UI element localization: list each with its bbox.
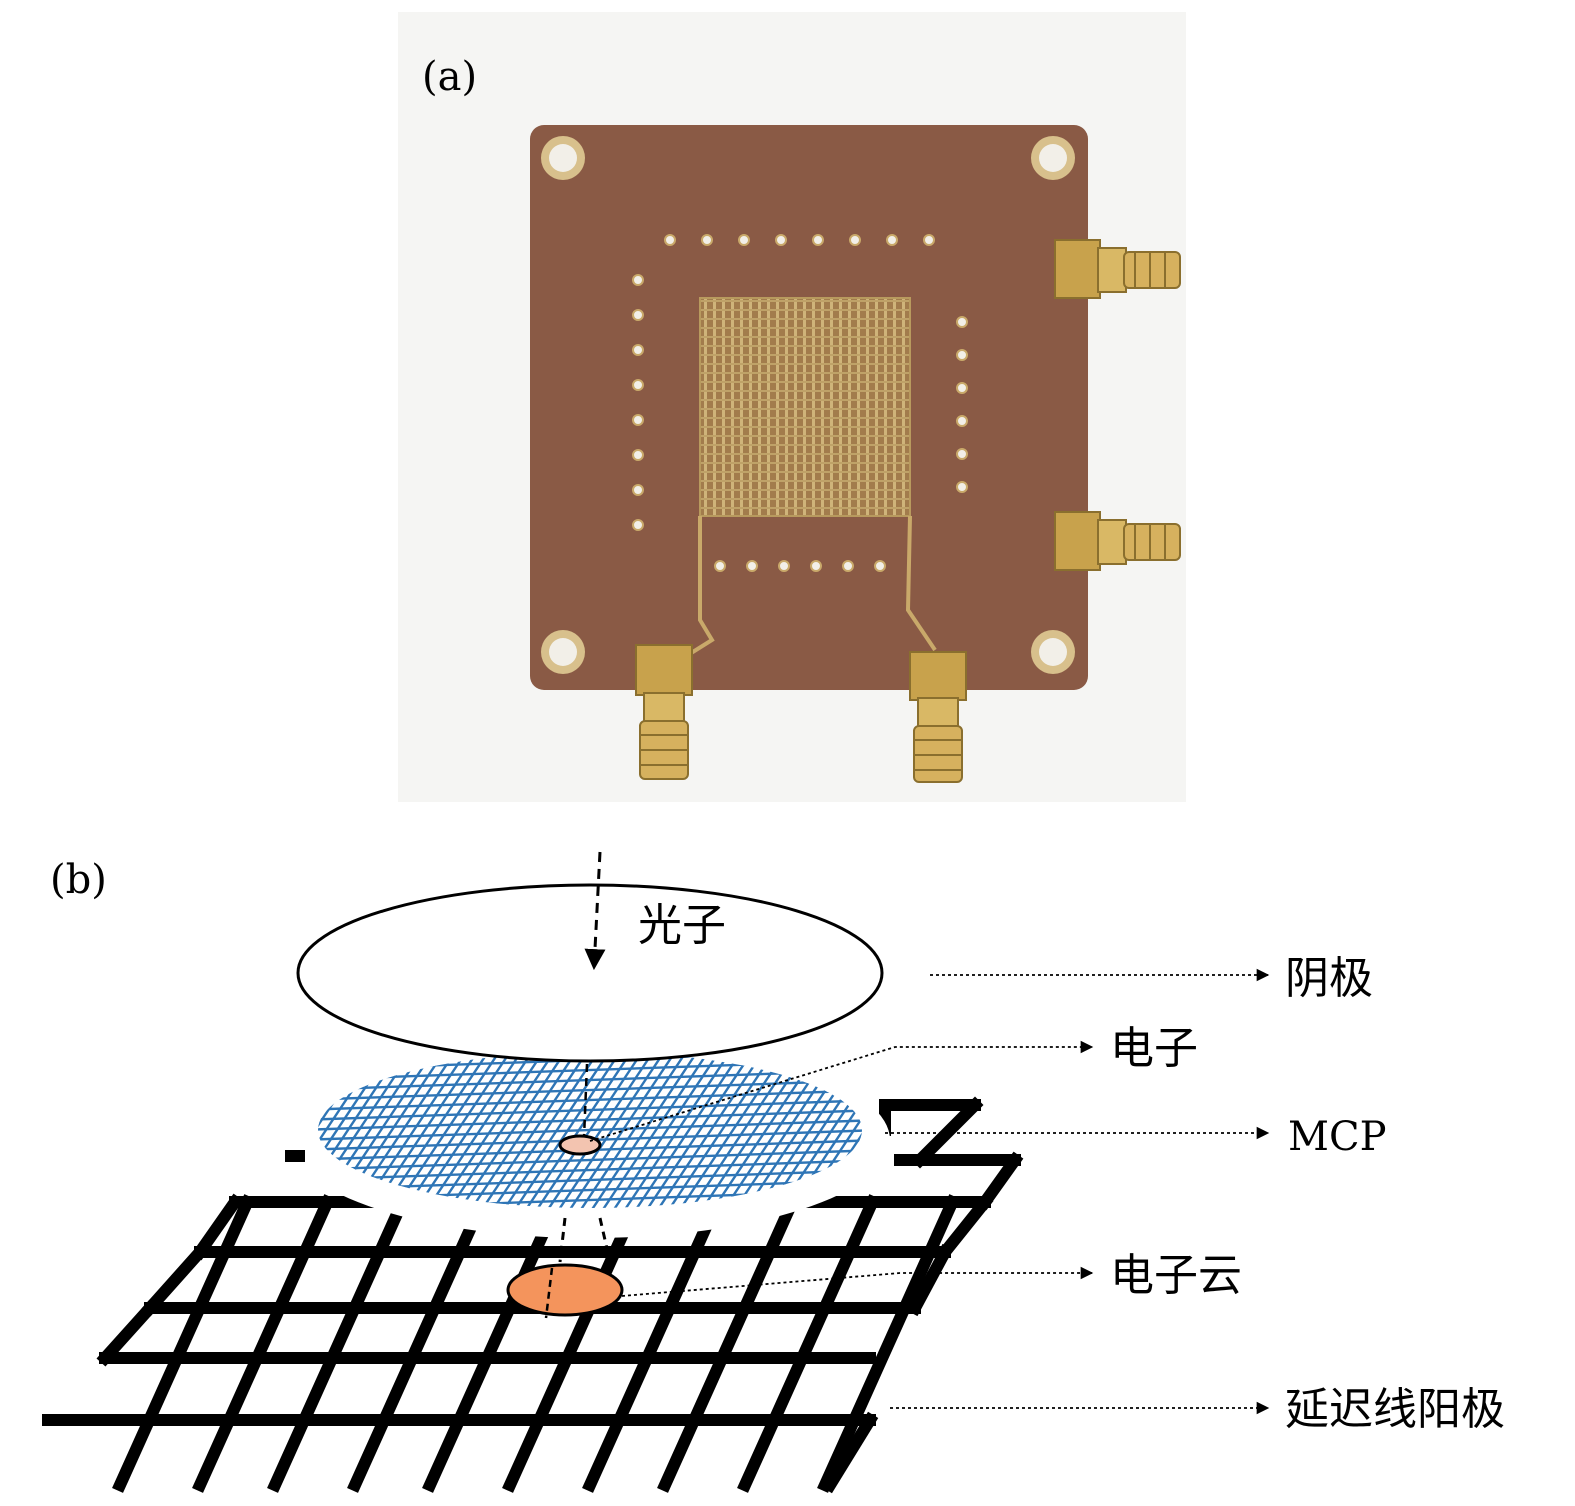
cloud-center-line [544, 1267, 554, 1319]
mcp-mesh-line [408, 1052, 530, 1208]
anode-wire [821, 1411, 879, 1494]
mcp-label: MCP [1288, 1114, 1386, 1160]
mounting-holes [541, 136, 1075, 674]
anode-wire [96, 1299, 159, 1367]
via-hole [746, 560, 758, 572]
mcp-mesh-line [397, 1052, 519, 1208]
mcp-mesh-line [318, 1148, 862, 1172]
anode-wire [737, 1194, 881, 1493]
via-hole [956, 481, 968, 493]
via-hole [956, 349, 968, 361]
delay-line-anode-label: 延迟线阳极 [1285, 1384, 1505, 1435]
anode-wire [817, 1194, 961, 1493]
electron-cloud [506, 1263, 624, 1317]
panel-a-label: (a) [422, 54, 477, 100]
anode-wire [936, 1193, 994, 1261]
anode-wire [976, 1151, 1024, 1211]
mcp-mesh-line [617, 1052, 739, 1208]
via-hole [775, 234, 787, 246]
via-hole [956, 448, 968, 460]
anode-wire [112, 1194, 256, 1493]
mcp-mesh-line [441, 1052, 563, 1208]
via-hole [874, 560, 886, 572]
via-hole [632, 309, 644, 321]
via-hole [923, 234, 935, 246]
photon-arrow [584, 851, 606, 971]
sma-connector-right-bottom [1054, 511, 1181, 571]
via-hole [956, 316, 968, 328]
mcp-mesh-line [318, 1098, 862, 1122]
mcp-mesh-line [606, 1052, 728, 1208]
anode-wire [191, 1193, 244, 1261]
anode-wire [906, 1243, 954, 1317]
delay-line-anode-grid [42, 1096, 1024, 1494]
via-hole [810, 560, 822, 572]
anode-wire [657, 1194, 801, 1493]
mcp-mesh-line [430, 1052, 552, 1208]
via-hole [738, 234, 750, 246]
cathode-label: 阴极 [1285, 953, 1373, 1004]
electron-leader [589, 1040, 1094, 1142]
electron-path [582, 1063, 589, 1139]
via-hole [842, 560, 854, 572]
sma-connector-bottom-right [909, 651, 967, 783]
via-hole [632, 344, 644, 356]
via-hole [632, 449, 644, 461]
via-hole [956, 382, 968, 394]
via-hole [632, 274, 644, 286]
mcp-mesh-line [318, 1118, 862, 1142]
panel-a: (a) [398, 12, 1186, 802]
sma-connector-right-top [1054, 239, 1181, 299]
panel-b-label: (b) [50, 857, 107, 903]
anode-wire [141, 1243, 209, 1317]
anode-wire [267, 1194, 411, 1493]
photon-label: 光子 [638, 900, 726, 951]
via-hole [812, 234, 824, 246]
via-hole [632, 414, 644, 426]
mcp-mesh-line [661, 1052, 783, 1208]
anode-wire [422, 1194, 566, 1493]
panel-b: (b) 光子 阴极 电 [42, 851, 1505, 1494]
via-hole [632, 519, 644, 531]
via-hole [778, 560, 790, 572]
electron-cloud-label: 电子云 [1110, 1250, 1242, 1301]
mcp-mesh-line [639, 1052, 761, 1208]
lead-trace-right [905, 515, 937, 652]
via-hole [632, 484, 644, 496]
mcp-mesh-line [318, 1108, 862, 1132]
via-hole [664, 234, 676, 246]
cloud-spread-right [598, 1217, 612, 1263]
lead-trace-left [678, 516, 715, 662]
cloud-spread-left [558, 1217, 567, 1263]
anode-wire [582, 1194, 726, 1493]
mcp-mesh-line [318, 1078, 862, 1102]
mcp-hit-spot [558, 1134, 602, 1156]
cathode-disc [296, 883, 884, 1063]
via-holes [632, 234, 968, 572]
delay-line-grid [700, 298, 910, 516]
grid-stub [285, 1150, 305, 1162]
via-hole [632, 379, 644, 391]
via-hole [701, 234, 713, 246]
anode-wire [347, 1194, 491, 1493]
via-hole [849, 234, 861, 246]
sma-connector-bottom-left [635, 644, 693, 780]
electron-label: 电子 [1110, 1023, 1198, 1074]
mcp-mesh-line [650, 1052, 772, 1208]
mcp-mesh-line [419, 1052, 541, 1208]
via-hole [956, 415, 968, 427]
mcp-mesh-line [318, 1088, 862, 1112]
anode-wire [192, 1194, 336, 1493]
electron-cloud-leader [621, 1266, 1094, 1297]
mcp-mesh-line [318, 1158, 862, 1182]
mcp-mesh-line [452, 1052, 574, 1208]
via-hole [714, 560, 726, 572]
anode-wire [502, 1194, 646, 1493]
via-hole [886, 234, 898, 246]
mcp-mesh-line [628, 1052, 750, 1208]
